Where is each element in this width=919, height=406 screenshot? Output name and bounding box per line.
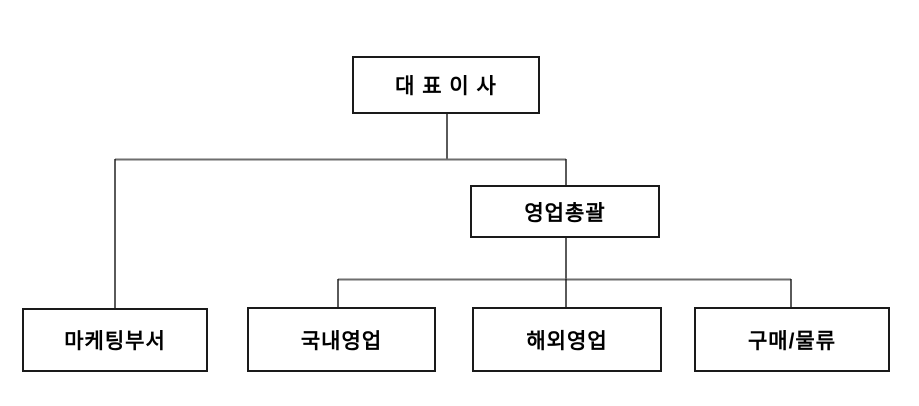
org-node-sales-director: 영업총괄 bbox=[470, 185, 660, 238]
org-node-ceo: 대 표 이 사 bbox=[352, 56, 540, 114]
org-node-purchasing-logistics: 구매/물류 bbox=[694, 307, 890, 372]
org-node-marketing-dept: 마케팅부서 bbox=[22, 308, 208, 372]
org-node-overseas-sales: 해외영업 bbox=[472, 307, 662, 372]
org-node-domestic-sales: 국내영업 bbox=[247, 307, 436, 372]
